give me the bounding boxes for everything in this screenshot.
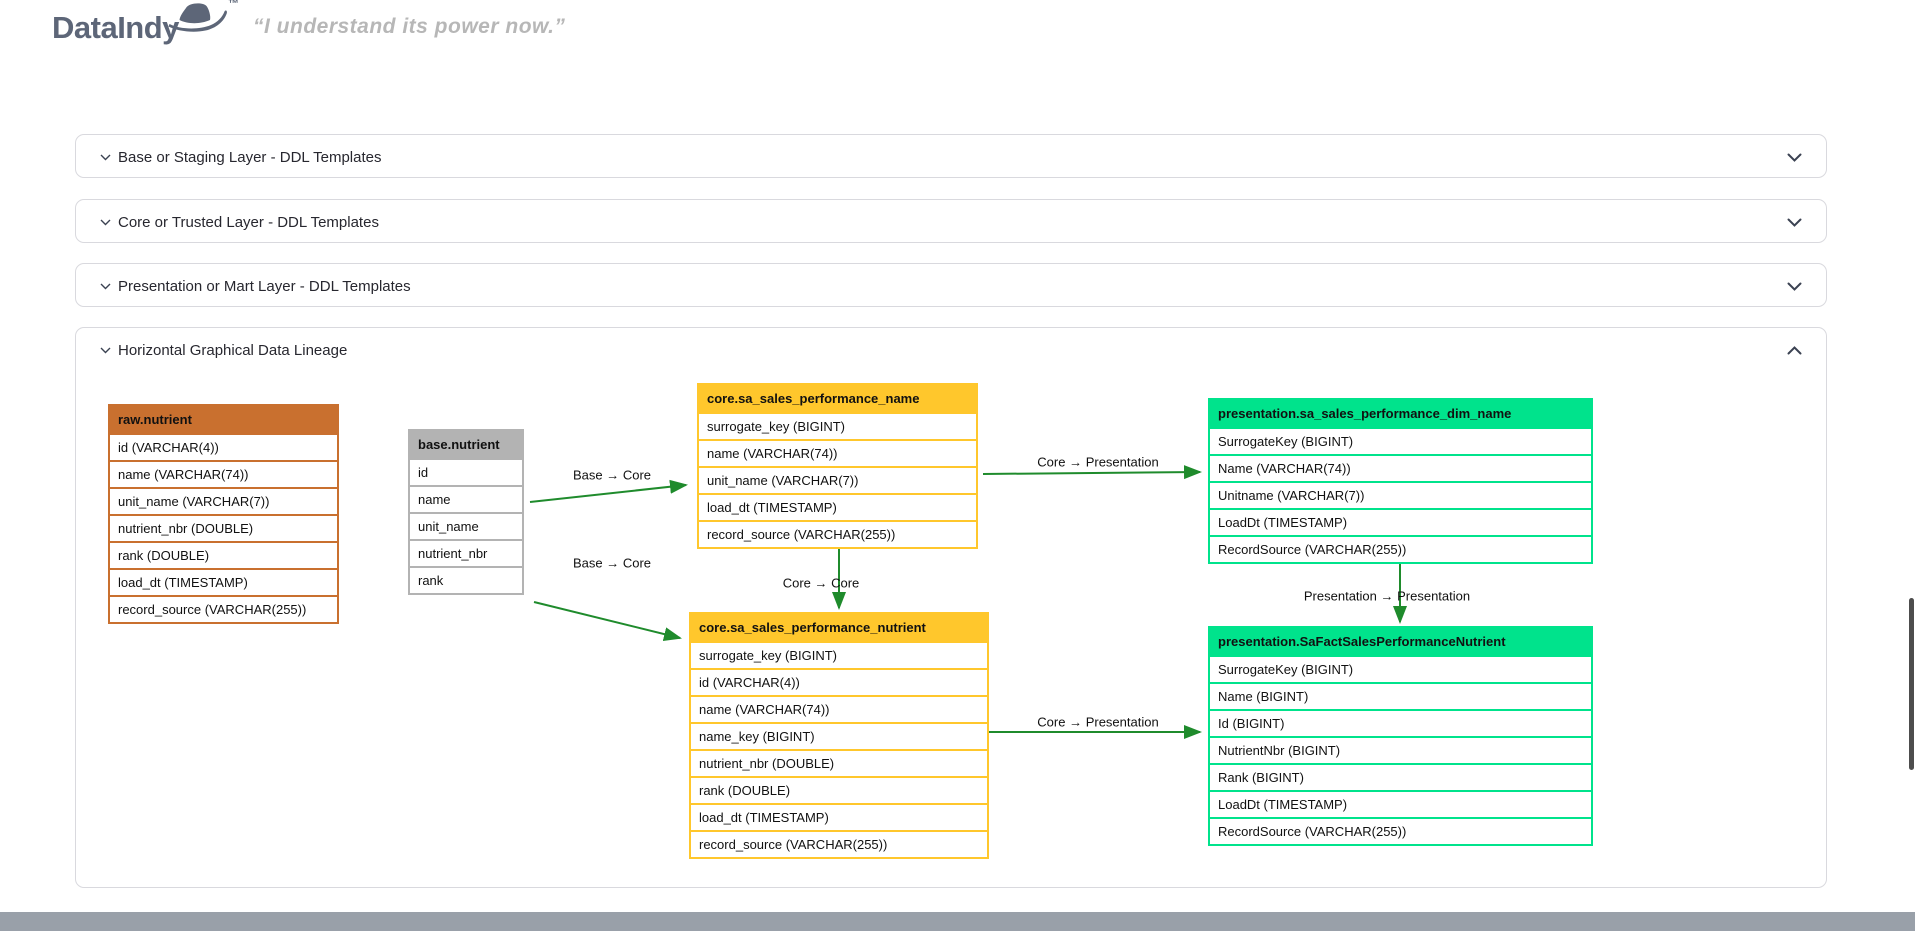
table-row: record_source (VARCHAR(255)) (110, 595, 337, 622)
table-row: RecordSource (VARCHAR(255)) (1210, 535, 1591, 562)
table-row: rank (DOUBLE) (691, 776, 987, 803)
table-header: presentation.sa_sales_performance_dim_na… (1210, 400, 1591, 427)
accordion-title: Core or Trusted Layer - DDL Templates (100, 214, 379, 231)
accordion-presentation-mart: Presentation or Mart Layer - DDL Templat… (75, 263, 1827, 307)
fedora-hat-icon (168, 3, 227, 32)
edge-label: Presentation → Presentation (1303, 588, 1471, 604)
accordion-header-presentation-mart[interactable]: Presentation or Mart Layer - DDL Templat… (76, 264, 1826, 308)
brand-logo: DataIndy ™ (52, 0, 239, 56)
table-row: SurrogateKey (BIGINT) (1210, 427, 1591, 454)
table-header: presentation.SaFactSalesPerformanceNutri… (1210, 628, 1591, 655)
table-row: rank (DOUBLE) (110, 541, 337, 568)
table-presentation-fact-nutrient[interactable]: presentation.SaFactSalesPerformanceNutri… (1208, 626, 1593, 846)
accordion-label: Base or Staging Layer - DDL Templates (118, 148, 382, 166)
accordion-header-base-staging[interactable]: Base or Staging Layer - DDL Templates (76, 135, 1826, 179)
accordion-data-lineage: Horizontal Graphical Data Lineage (75, 327, 1827, 888)
table-core-sa-sales-performance-nutrient[interactable]: core.sa_sales_performance_nutrient surro… (689, 612, 989, 859)
table-row: surrogate_key (BIGINT) (691, 641, 987, 668)
lineage-diagram: Base → Core Base → Core Core → Presentat… (76, 372, 1826, 887)
table-row: name (410, 485, 522, 512)
table-row: record_source (VARCHAR(255)) (691, 830, 987, 857)
logo-text: DataIndy (52, 10, 179, 45)
table-row: id (410, 458, 522, 485)
chevron-down-icon (100, 219, 111, 225)
table-row: Unitname (VARCHAR(7)) (1210, 481, 1591, 508)
accordion-title: Horizontal Graphical Data Lineage (100, 342, 347, 359)
table-row: nutrient_nbr (DOUBLE) (110, 514, 337, 541)
table-row: LoadDt (TIMESTAMP) (1210, 508, 1591, 535)
table-header: base.nutrient (410, 431, 522, 458)
accordion-label: Core or Trusted Layer - DDL Templates (118, 213, 379, 231)
footer-band (0, 912, 1915, 931)
table-row: Rank (BIGINT) (1210, 763, 1591, 790)
chevron-down-icon[interactable] (1787, 153, 1802, 162)
lineage-arrow (533, 601, 682, 641)
chevron-down-icon (100, 154, 111, 160)
edge-label: Core → Presentation (1037, 454, 1159, 470)
table-row: SurrogateKey (BIGINT) (1210, 655, 1591, 682)
table-row: name (VARCHAR(74)) (699, 439, 976, 466)
lineage-arrow (982, 465, 1202, 480)
edge-label: Base → Core (572, 467, 652, 483)
lineage-arrows (529, 465, 1407, 739)
chevron-up-icon[interactable] (1787, 345, 1802, 355)
table-row: Name (BIGINT) (1210, 682, 1591, 709)
accordion-title: Base or Staging Layer - DDL Templates (100, 149, 381, 166)
accordion-title: Presentation or Mart Layer - DDL Templat… (100, 278, 411, 295)
table-row: load_dt (TIMESTAMP) (699, 493, 976, 520)
table-row: unit_name (410, 512, 522, 539)
vertical-scrollbar[interactable] (1909, 598, 1914, 770)
edge-label: Core → Core (782, 575, 860, 591)
accordion-label: Horizontal Graphical Data Lineage (118, 341, 348, 359)
table-header: raw.nutrient (110, 406, 337, 433)
table-row: name (VARCHAR(74)) (691, 695, 987, 722)
accordion-base-staging: Base or Staging Layer - DDL Templates (75, 134, 1827, 178)
table-row: NutrientNbr (BIGINT) (1210, 736, 1591, 763)
table-row: rank (410, 566, 522, 593)
accordion-core-trusted: Core or Trusted Layer - DDL Templates (75, 199, 1827, 243)
table-row: unit_name (VARCHAR(7)) (110, 487, 337, 514)
table-base-nutrient[interactable]: base.nutrient id name unit_name nutrient… (408, 429, 524, 595)
table-row: Id (BIGINT) (1210, 709, 1591, 736)
table-row: load_dt (TIMESTAMP) (110, 568, 337, 595)
table-raw-nutrient[interactable]: raw.nutrient id (VARCHAR(4)) name (VARCH… (108, 404, 339, 624)
accordion-header-data-lineage[interactable]: Horizontal Graphical Data Lineage (76, 328, 1826, 372)
table-row: nutrient_nbr (DOUBLE) (691, 749, 987, 776)
table-core-sa-sales-performance-name[interactable]: core.sa_sales_performance_name surrogate… (697, 383, 978, 549)
table-row: load_dt (TIMESTAMP) (691, 803, 987, 830)
table-header: core.sa_sales_performance_nutrient (691, 614, 987, 641)
brand-tagline: “I understand its power now.” (253, 15, 566, 38)
chevron-down-icon (100, 347, 111, 353)
trademark-symbol: ™ (228, 0, 239, 10)
table-presentation-dim-name[interactable]: presentation.sa_sales_performance_dim_na… (1208, 398, 1593, 564)
table-row: surrogate_key (BIGINT) (699, 412, 976, 439)
table-row: id (VARCHAR(4)) (691, 668, 987, 695)
edge-label: Base → Core (572, 555, 652, 571)
edge-label: Core → Presentation (1037, 714, 1159, 730)
table-row: name_key (BIGINT) (691, 722, 987, 749)
table-row: LoadDt (TIMESTAMP) (1210, 790, 1591, 817)
chevron-down-icon (100, 283, 111, 289)
table-row: record_source (VARCHAR(255)) (699, 520, 976, 547)
table-row: id (VARCHAR(4)) (110, 433, 337, 460)
table-row: nutrient_nbr (410, 539, 522, 566)
chevron-down-icon[interactable] (1787, 282, 1802, 291)
table-row: name (VARCHAR(74)) (110, 460, 337, 487)
lineage-arrow (529, 479, 688, 503)
chevron-down-icon[interactable] (1787, 218, 1802, 227)
table-header: core.sa_sales_performance_name (699, 385, 976, 412)
accordion-header-core-trusted[interactable]: Core or Trusted Layer - DDL Templates (76, 200, 1826, 244)
table-row: unit_name (VARCHAR(7)) (699, 466, 976, 493)
accordion-label: Presentation or Mart Layer - DDL Templat… (118, 277, 411, 295)
table-row: Name (VARCHAR(74)) (1210, 454, 1591, 481)
table-row: RecordSource (VARCHAR(255)) (1210, 817, 1591, 844)
